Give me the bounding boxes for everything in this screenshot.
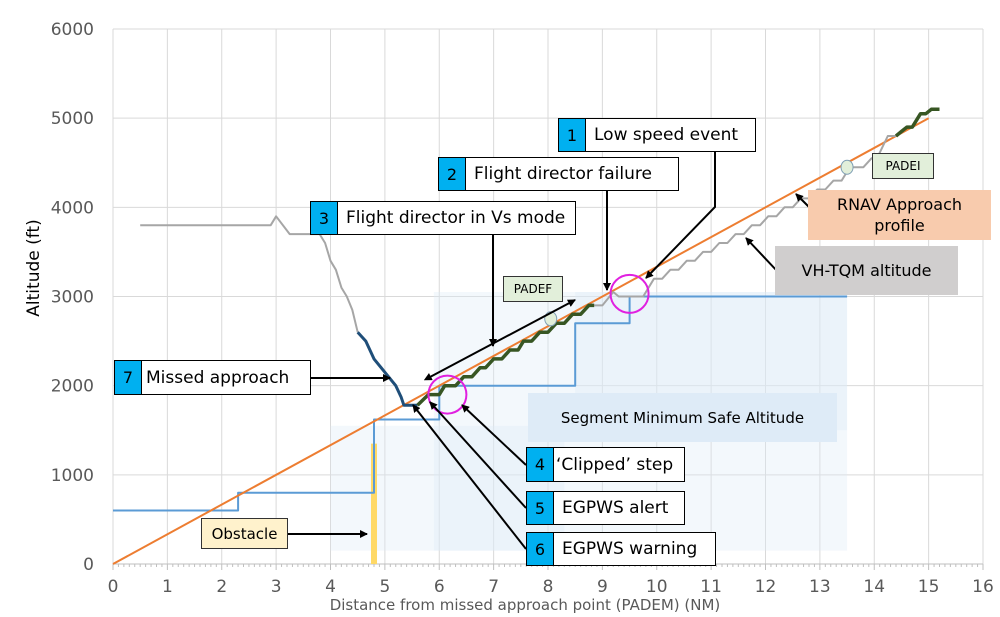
- callout-6-egpws-warning: 6 EGPWS warning: [526, 532, 716, 566]
- arrow-egpws-alert: [429, 401, 527, 509]
- y-tick-label: 4000: [51, 198, 94, 218]
- callout-1-low-speed-event: 1 Low speed event: [558, 118, 756, 152]
- x-tick-label: 12: [755, 577, 777, 597]
- callout-2-number: 2: [439, 158, 466, 190]
- vh-tqm-altitude-upper-line: [594, 135, 896, 307]
- padei-label: PADEI: [872, 153, 934, 179]
- arrow-vh-tqm-altitude: [745, 237, 779, 273]
- padef-label-text: PADEF: [513, 282, 553, 296]
- obstacle-bar: [371, 443, 377, 564]
- arrow-egpws-warning: [412, 404, 527, 550]
- waypoint-marker-padei: [840, 159, 854, 175]
- x-tick-label: 4: [325, 577, 336, 597]
- callout-3-text: Flight director in Vs mode: [346, 208, 566, 228]
- msa-label-text: Segment Minimum Safe Altitude: [560, 408, 805, 427]
- x-tick-label: 2: [216, 577, 227, 597]
- padei-label-text: PADEI: [885, 159, 921, 173]
- x-tick-label: 15: [918, 577, 940, 597]
- arrow-clipped-step: [461, 404, 527, 466]
- callout-4-number: 4: [527, 448, 554, 481]
- callout-2-text: Flight director failure: [474, 164, 652, 184]
- y-axis-ticks: 0 1000 2000 3000 4000 5000 6000: [51, 20, 94, 575]
- msa-shade-region: [330, 425, 565, 551]
- callout-7-text: Missed approach: [146, 367, 290, 388]
- y-tick-label: 1000: [51, 466, 94, 486]
- callout-5-egpws-alert: 5 EGPWS alert: [526, 491, 685, 525]
- rnav-label: RNAV Approach profile: [808, 190, 991, 240]
- callout-1-text: Low speed event: [594, 125, 739, 145]
- callout-5-number: 5: [527, 492, 554, 524]
- y-axis-label: Altitude (ft): [24, 219, 44, 316]
- callout-1-number: 1: [559, 119, 586, 151]
- x-tick-label: 13: [809, 577, 831, 597]
- x-tick-label: 14: [863, 577, 885, 597]
- y-tick-label: 0: [83, 555, 94, 575]
- callout-6-number: 6: [527, 533, 554, 565]
- rnav-label-text: RNAV Approach profile: [836, 195, 963, 235]
- y-tick-label: 2000: [51, 377, 94, 397]
- callout-2-flight-director-failure: 2 Flight director failure: [438, 157, 679, 191]
- x-tick-label: 6: [434, 577, 445, 597]
- descent-green-upper-line: [894, 107, 940, 138]
- x-tick-label: 16: [972, 577, 994, 597]
- y-tick-label: 3000: [51, 288, 94, 308]
- padef-label: PADEF: [503, 276, 563, 302]
- y-tick-label: 6000: [51, 20, 94, 40]
- callout-3-flight-director-vs-mode: 3 Flight director in Vs mode: [310, 201, 576, 235]
- x-tick-label: 3: [271, 577, 282, 597]
- callout-4-clipped-step: 4‘Clipped’ step: [526, 447, 685, 482]
- x-tick-label: 11: [700, 577, 722, 597]
- x-tick-label: 8: [543, 577, 554, 597]
- x-tick-label: 9: [597, 577, 608, 597]
- arrow-low-speed-event: [645, 152, 716, 279]
- y-tick-label: 5000: [51, 109, 94, 129]
- x-tick-label: 10: [646, 577, 668, 597]
- event-circle: [609, 273, 650, 314]
- x-axis-label: Distance from missed approach point (PAD…: [330, 596, 721, 614]
- vh-tqm-altitude-line: [140, 215, 359, 333]
- callout-3-number: 3: [311, 202, 338, 234]
- callout-4-text: ‘Clipped’ step: [556, 454, 674, 475]
- x-tick-label: 0: [108, 577, 119, 597]
- vh-tqm-label: VH-TQM altitude: [775, 246, 958, 295]
- vh-tqm-label-text: VH-TQM altitude: [801, 261, 932, 280]
- x-tick-label: 7: [488, 577, 499, 597]
- callout-7-number: 7: [115, 361, 142, 394]
- x-tick-label: 1: [162, 577, 173, 597]
- obstacle-label: Obstacle: [201, 518, 288, 549]
- callout-5-text: EGPWS alert: [562, 498, 669, 518]
- missed-approach-line: [356, 331, 418, 407]
- msa-label: Segment Minimum Safe Altitude: [528, 393, 837, 442]
- arrow-vs-mode-span: [423, 299, 576, 381]
- x-tick-label: 5: [379, 577, 390, 597]
- callout-6-text: EGPWS warning: [562, 539, 698, 559]
- arrows-group: [288, 152, 816, 550]
- obstacle-label-text: Obstacle: [211, 524, 278, 543]
